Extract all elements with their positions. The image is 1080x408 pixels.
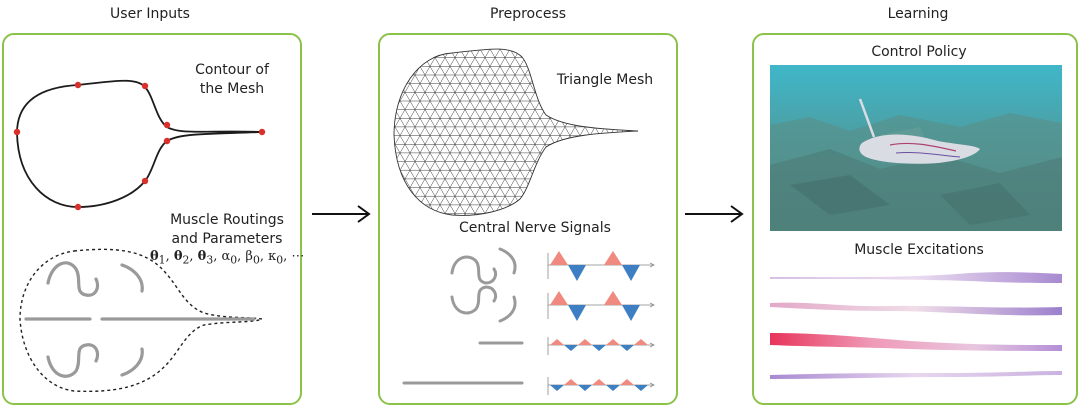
signal-peak: [550, 251, 568, 265]
simulation-render: [770, 65, 1062, 231]
signal-muscles: [402, 247, 524, 385]
param-sep: ,: [189, 249, 198, 264]
preprocess-panel: Triangle Mesh Central Nerve Signals: [378, 33, 678, 405]
muscle-label-line-1: Muscle Routings: [170, 212, 284, 228]
param-theta-2: θ: [173, 249, 183, 264]
control-point: [74, 81, 82, 89]
param-sep: ,: [165, 249, 174, 264]
contour-label-line-1: Contour of: [195, 62, 269, 78]
muscle-label-line-2: and Parameters: [171, 231, 283, 247]
muscle-routings: [24, 261, 256, 378]
control-points: [13, 81, 266, 211]
control-point: [74, 203, 82, 211]
control-point: [258, 128, 266, 136]
signal-trough: [606, 385, 620, 391]
signal-trough: [568, 265, 586, 281]
signal-peak: [604, 251, 622, 265]
user-inputs-panel: Contour of the Mesh Muscle Routings and …: [2, 33, 305, 405]
nerve-signal-plot-3: [547, 337, 655, 355]
contour-label-line-2: the Mesh: [199, 81, 265, 97]
param-sub: 3: [206, 253, 214, 267]
stage-title-user-inputs: User Inputs: [110, 6, 190, 22]
muscle-fiber: [498, 295, 517, 323]
contour-drawing: [13, 79, 266, 393]
control-point: [141, 177, 149, 185]
param-beta: , β: [237, 249, 253, 264]
signal-trough: [622, 305, 640, 321]
nerve-signal-plot-2: [547, 291, 655, 321]
muscle-fiber: [450, 255, 498, 285]
param-kappa: , κ: [259, 249, 277, 264]
signal-trough: [564, 345, 578, 351]
signal-trough: [578, 385, 592, 391]
param-ellipsis: , ⋯: [283, 249, 305, 264]
excitation-band: [770, 371, 1062, 379]
signal-trough: [620, 345, 634, 351]
triangle-mesh: [393, 48, 639, 216]
signal-peak: [604, 291, 622, 305]
control-point: [141, 82, 149, 90]
param-theta-3: θ: [197, 249, 207, 264]
param-sub: 1: [158, 253, 166, 267]
muscle-fiber: [498, 247, 517, 275]
muscle-fiber: [450, 285, 498, 315]
param-alpha: , α: [213, 249, 231, 264]
param-sub: 0: [252, 253, 260, 267]
central-nerve-signals-label: Central Nerve Signals: [459, 220, 611, 236]
signal-peak: [550, 339, 564, 345]
nerve-signal-plot-4: [547, 377, 655, 395]
control-policy-label: Control Policy: [871, 44, 967, 60]
signal-peak: [550, 291, 568, 305]
muscle-excitations-plot: [770, 272, 1062, 379]
signal-trough: [622, 265, 640, 281]
excitation-band: [770, 302, 1062, 316]
learning-panel: Control Policy Muscle Excitations: [752, 33, 1078, 405]
signal-trough: [550, 385, 564, 391]
signal-peak: [592, 379, 606, 385]
excitation-band: [770, 333, 1062, 351]
signal-peak: [620, 379, 634, 385]
parameter-list: θ1, θ2, θ3, α0, β0, κ0, ⋯: [150, 249, 305, 267]
stage-title-preprocess: Preprocess: [489, 6, 567, 22]
param-sub: 0: [276, 253, 284, 267]
param-sub: 2: [182, 253, 190, 267]
muscle-fiber: [120, 347, 144, 377]
arrow-right-icon: [685, 205, 744, 223]
triangle-mesh-label: Triangle Mesh: [556, 72, 654, 88]
signal-peak: [634, 339, 648, 345]
param-theta-1: θ: [150, 249, 159, 264]
signal-peak: [578, 339, 592, 345]
signal-trough: [634, 385, 648, 391]
muscle-fiber: [120, 263, 144, 293]
control-point: [13, 128, 21, 136]
muscle-fiber: [46, 343, 100, 378]
param-sub: 0: [230, 253, 238, 267]
control-point: [163, 137, 171, 145]
nerve-signal-plot-1: [547, 251, 655, 281]
signal-trough: [592, 345, 606, 351]
signal-peak: [606, 339, 620, 345]
signal-trough: [568, 305, 586, 321]
excitation-band: [770, 272, 1062, 283]
stingray-agent: [858, 98, 980, 164]
muscle-fiber: [46, 261, 100, 297]
arrow-right-icon: [312, 205, 371, 223]
control-point: [163, 121, 171, 129]
muscle-excitations-label: Muscle Excitations: [854, 242, 984, 258]
mesh-contour: [16, 79, 263, 208]
stage-title-learning: Learning: [887, 6, 949, 22]
signal-peak: [564, 379, 578, 385]
